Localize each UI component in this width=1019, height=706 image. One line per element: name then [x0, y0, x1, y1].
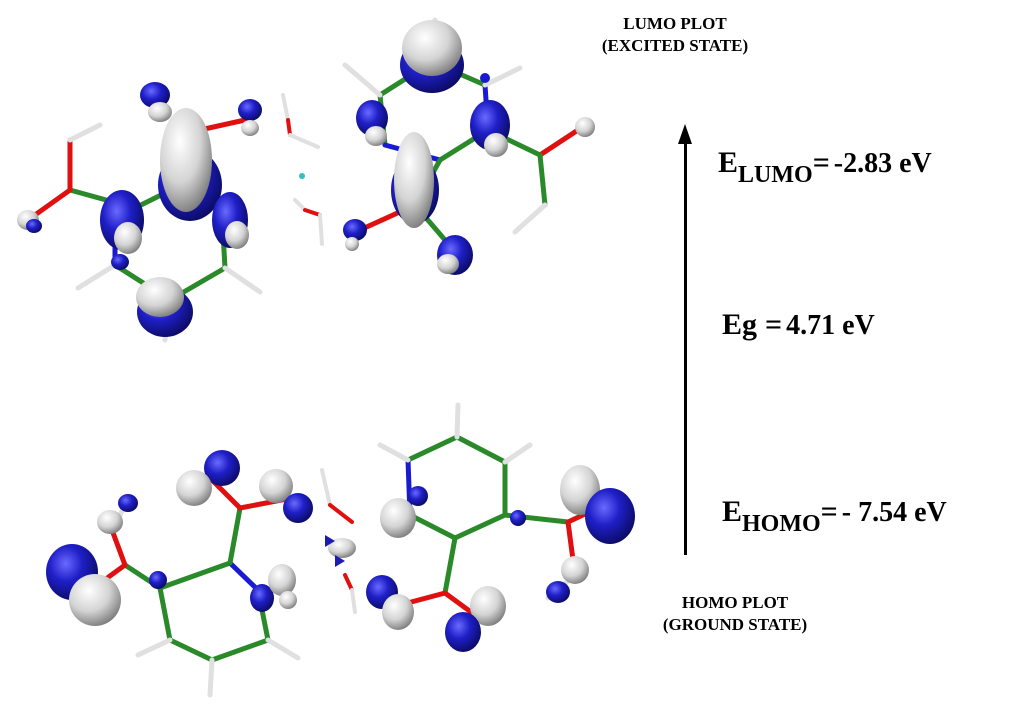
lumo-water-molecules	[281, 93, 324, 246]
lumo-energy-value: -2.83 eV	[833, 148, 932, 179]
gap-energy-equals: =	[765, 308, 783, 341]
lumo-right-lobes	[343, 20, 595, 275]
homo-water-cluster	[320, 468, 357, 614]
gap-energy-value: 4.71 eV	[786, 310, 875, 341]
homo-molecule-right	[366, 402, 635, 652]
homo-caption: HOMO PLOT (GROUND STATE)	[625, 592, 845, 636]
lumo-left-lobes	[17, 82, 262, 337]
energy-axis-arrow-shaft	[684, 140, 687, 555]
homo-energy-subscript: HOMO	[742, 511, 821, 537]
lumo-caption-line2: (EXCITED STATE)	[601, 36, 749, 55]
homo-caption-line1: HOMO PLOT	[681, 593, 789, 612]
lumo-caption: LUMO PLOT (EXCITED STATE)	[565, 13, 785, 57]
homo-energy-value: - 7.54 eV	[841, 497, 947, 528]
homo-energy-label: EHOMO= - 7.54 eV	[722, 495, 947, 537]
lumo-energy-subscript: LUMO	[738, 162, 813, 188]
gap-energy-label: Eg = 4.71 eV	[722, 308, 875, 342]
homo-energy-symbol: E	[722, 495, 743, 528]
lumo-energy-label: ELUMO= -2.83 eV	[718, 146, 932, 188]
homo-right-lobes	[366, 465, 635, 652]
homo-caption-line2: (GROUND STATE)	[662, 615, 808, 634]
lumo-molecule-right	[342, 17, 595, 275]
gap-energy-symbol: Eg	[722, 308, 758, 341]
energy-axis-arrow-head	[678, 124, 692, 144]
homo-left-lobes	[46, 450, 313, 626]
lumo-energy-equals: =	[812, 146, 830, 179]
lumo-molecule-left	[17, 82, 263, 343]
homo-molecule-left	[46, 450, 313, 698]
lumo-energy-symbol: E	[718, 146, 739, 179]
homo-energy-equals: =	[820, 495, 838, 528]
lumo-caption-line1: LUMO PLOT	[623, 14, 727, 33]
